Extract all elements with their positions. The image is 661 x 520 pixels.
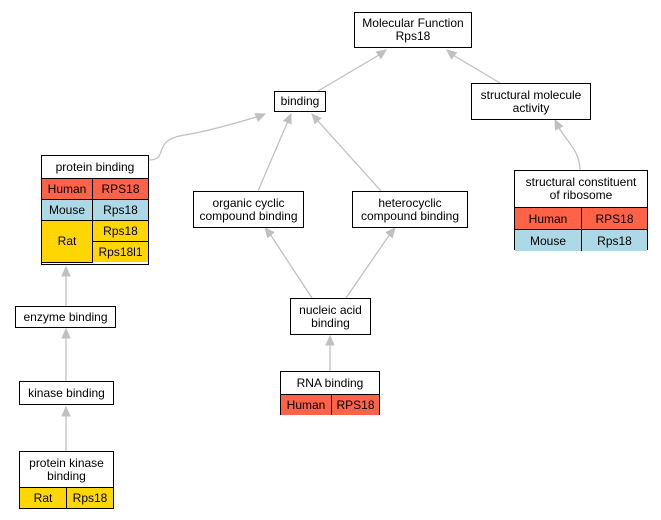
node-molecular-function[interactable]: Molecular Function Rps18 (354, 12, 472, 48)
edge-nucleic-to-heterocyclic-arrowhead (385, 227, 396, 239)
species-table: Human RPS18 (281, 394, 379, 415)
edge-enzyme-to-protein-arrowhead (61, 265, 71, 277)
node-title: binding (280, 94, 320, 108)
gene-cell: Rps18 (66, 487, 113, 508)
node-structural-molecule-activity[interactable]: structural molecule activity (471, 83, 591, 120)
gene-cell: Rps18 (92, 199, 148, 221)
node-protein-kinase-binding[interactable]: protein kinase binding Rat Rps18 (19, 451, 114, 509)
node-protein-binding[interactable]: protein binding Human RPS18 Mouse Rps18 … (41, 155, 149, 265)
edge-sma-to-mf-arrowhead (446, 49, 458, 60)
edge-kinase-to-enzyme-arrowhead (61, 327, 71, 339)
node-title: Molecular Function Rps18 (362, 16, 464, 43)
edge-sma-to-mf (452, 54, 501, 84)
node-organic-cyclic-compound-binding[interactable]: organic cyclic compound binding (193, 191, 304, 228)
edge-heterocyclic-to-binding (317, 120, 382, 192)
species-cell-mouse: Mouse (42, 199, 93, 221)
node-heterocyclic-compound-binding[interactable]: heterocyclic compound binding (352, 191, 468, 228)
edge-pkb-to-kinase-arrowhead (61, 405, 71, 417)
node-title: enzyme binding (23, 309, 108, 324)
node-title: protein kinase binding (29, 455, 104, 483)
species-cell-mouse: Mouse (515, 229, 582, 251)
gene-cell: RPS18 (92, 178, 148, 200)
species-cell-human: Human (42, 178, 93, 200)
edge-protein-binding-to-binding (148, 115, 261, 161)
node-title: heterocyclic compound binding (360, 195, 460, 223)
edge-organic-cyclic-to-binding (257, 120, 289, 192)
species-table: Human RPS18 Mouse Rps18 (515, 207, 647, 251)
edge-nucleic-to-heterocyclic (345, 233, 391, 299)
edge-binding-to-mf (317, 54, 380, 92)
gene-cell: Rps18l1 (92, 241, 148, 262)
edge-rna-to-nucleic-arrowhead (325, 334, 335, 346)
node-title: organic cyclic compound binding (199, 195, 298, 223)
gene-cell: Rps18 (92, 220, 148, 242)
edge-src-to-sma-arrowhead (554, 118, 564, 131)
node-binding[interactable]: binding (274, 91, 326, 112)
species-cell-rat: Rat (20, 487, 67, 508)
species-cell-rat: Rat (42, 220, 93, 263)
node-title: RNA binding (296, 375, 364, 390)
edge-nucleic-to-organic-arrowhead (264, 227, 275, 239)
gene-cell: RPS18 (331, 394, 379, 415)
species-table: Human RPS18 Mouse Rps18 Rat Rps18 Rps18l… (42, 178, 148, 263)
node-title: kinase binding (28, 385, 105, 400)
gene-cell: Rps18 (581, 229, 647, 251)
node-enzyme-binding[interactable]: enzyme binding (15, 306, 116, 328)
edge-binding-to-mf-arrowhead (375, 49, 388, 60)
node-kinase-binding[interactable]: kinase binding (19, 381, 114, 405)
node-title: structural constituent of ribosome (525, 175, 637, 202)
node-rna-binding[interactable]: RNA binding Human RPS18 (280, 371, 380, 415)
node-title: structural molecule activity (480, 87, 582, 115)
node-nucleic-acid-binding[interactable]: nucleic acid binding (290, 298, 371, 335)
node-title: nucleic acid binding (299, 302, 362, 330)
edge-protein-binding-to-binding-arrowhead (254, 113, 267, 122)
node-structural-constituent-of-ribosome[interactable]: structural constituent of ribosome Human… (514, 170, 648, 251)
edge-organic-cyclic-to-binding-arrowhead (282, 112, 292, 125)
species-table: Rat Rps18 (20, 487, 113, 508)
species-cell-human: Human (515, 207, 582, 230)
gene-cell: RPS18 (581, 207, 647, 230)
edge-src-to-sma (557, 125, 581, 171)
edge-nucleic-to-organic (269, 233, 313, 299)
edge-heterocyclic-to-binding-arrowhead (311, 113, 322, 125)
node-title: protein binding (55, 159, 135, 174)
species-cell-human: Human (281, 394, 332, 415)
